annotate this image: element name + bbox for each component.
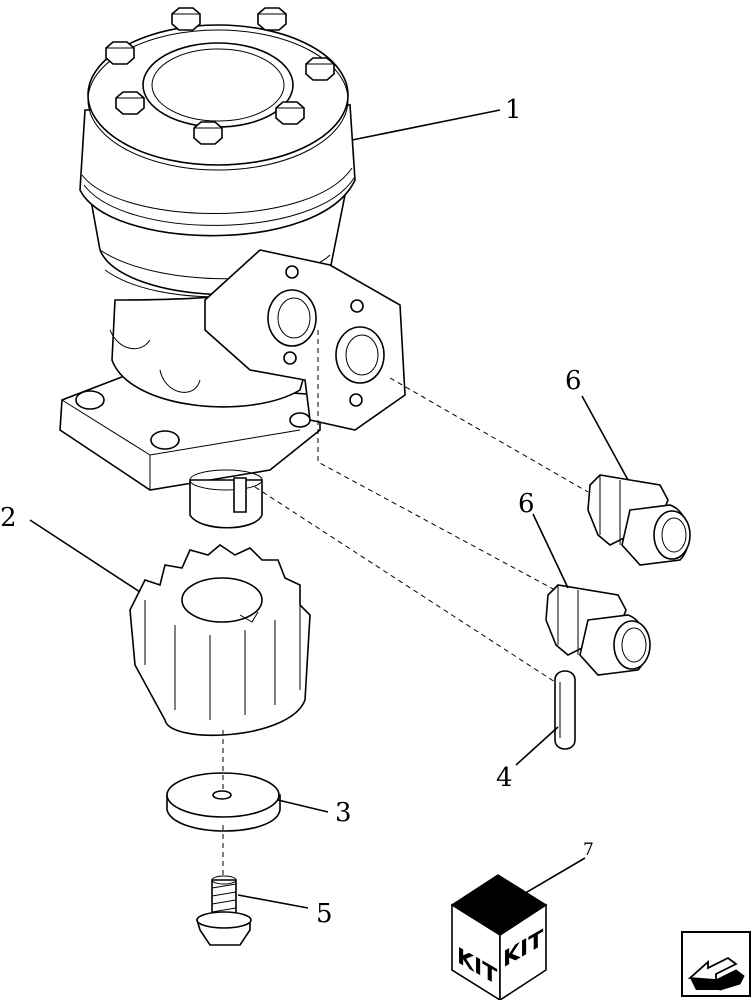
hydraulic-fitting-upper xyxy=(587,474,691,566)
cap-bolts xyxy=(105,7,335,145)
hydraulic-fitting-lower xyxy=(545,584,651,676)
callout-1: 1 xyxy=(505,95,522,125)
pinion-gear xyxy=(129,544,311,737)
back-arrow-icon[interactable] xyxy=(681,931,751,997)
shaft-key xyxy=(554,670,576,750)
callout-5: 5 xyxy=(316,899,333,929)
washer xyxy=(166,772,281,832)
bolt xyxy=(195,875,252,946)
callout-4: 4 xyxy=(496,763,513,793)
callout-6-upper: 6 xyxy=(565,366,582,396)
callout-3: 3 xyxy=(335,798,352,828)
callout-7: 7 xyxy=(583,840,594,860)
callout-labels: 1 2 3 4 5 6 6 7 xyxy=(0,95,594,929)
callout-6-lower: 6 xyxy=(518,489,535,519)
hydraulic-motor xyxy=(59,7,406,529)
callout-2: 2 xyxy=(0,503,17,533)
leader-lines xyxy=(29,109,629,909)
alignment-lines xyxy=(222,330,589,878)
kit-box: KIT KIT xyxy=(450,874,548,1000)
